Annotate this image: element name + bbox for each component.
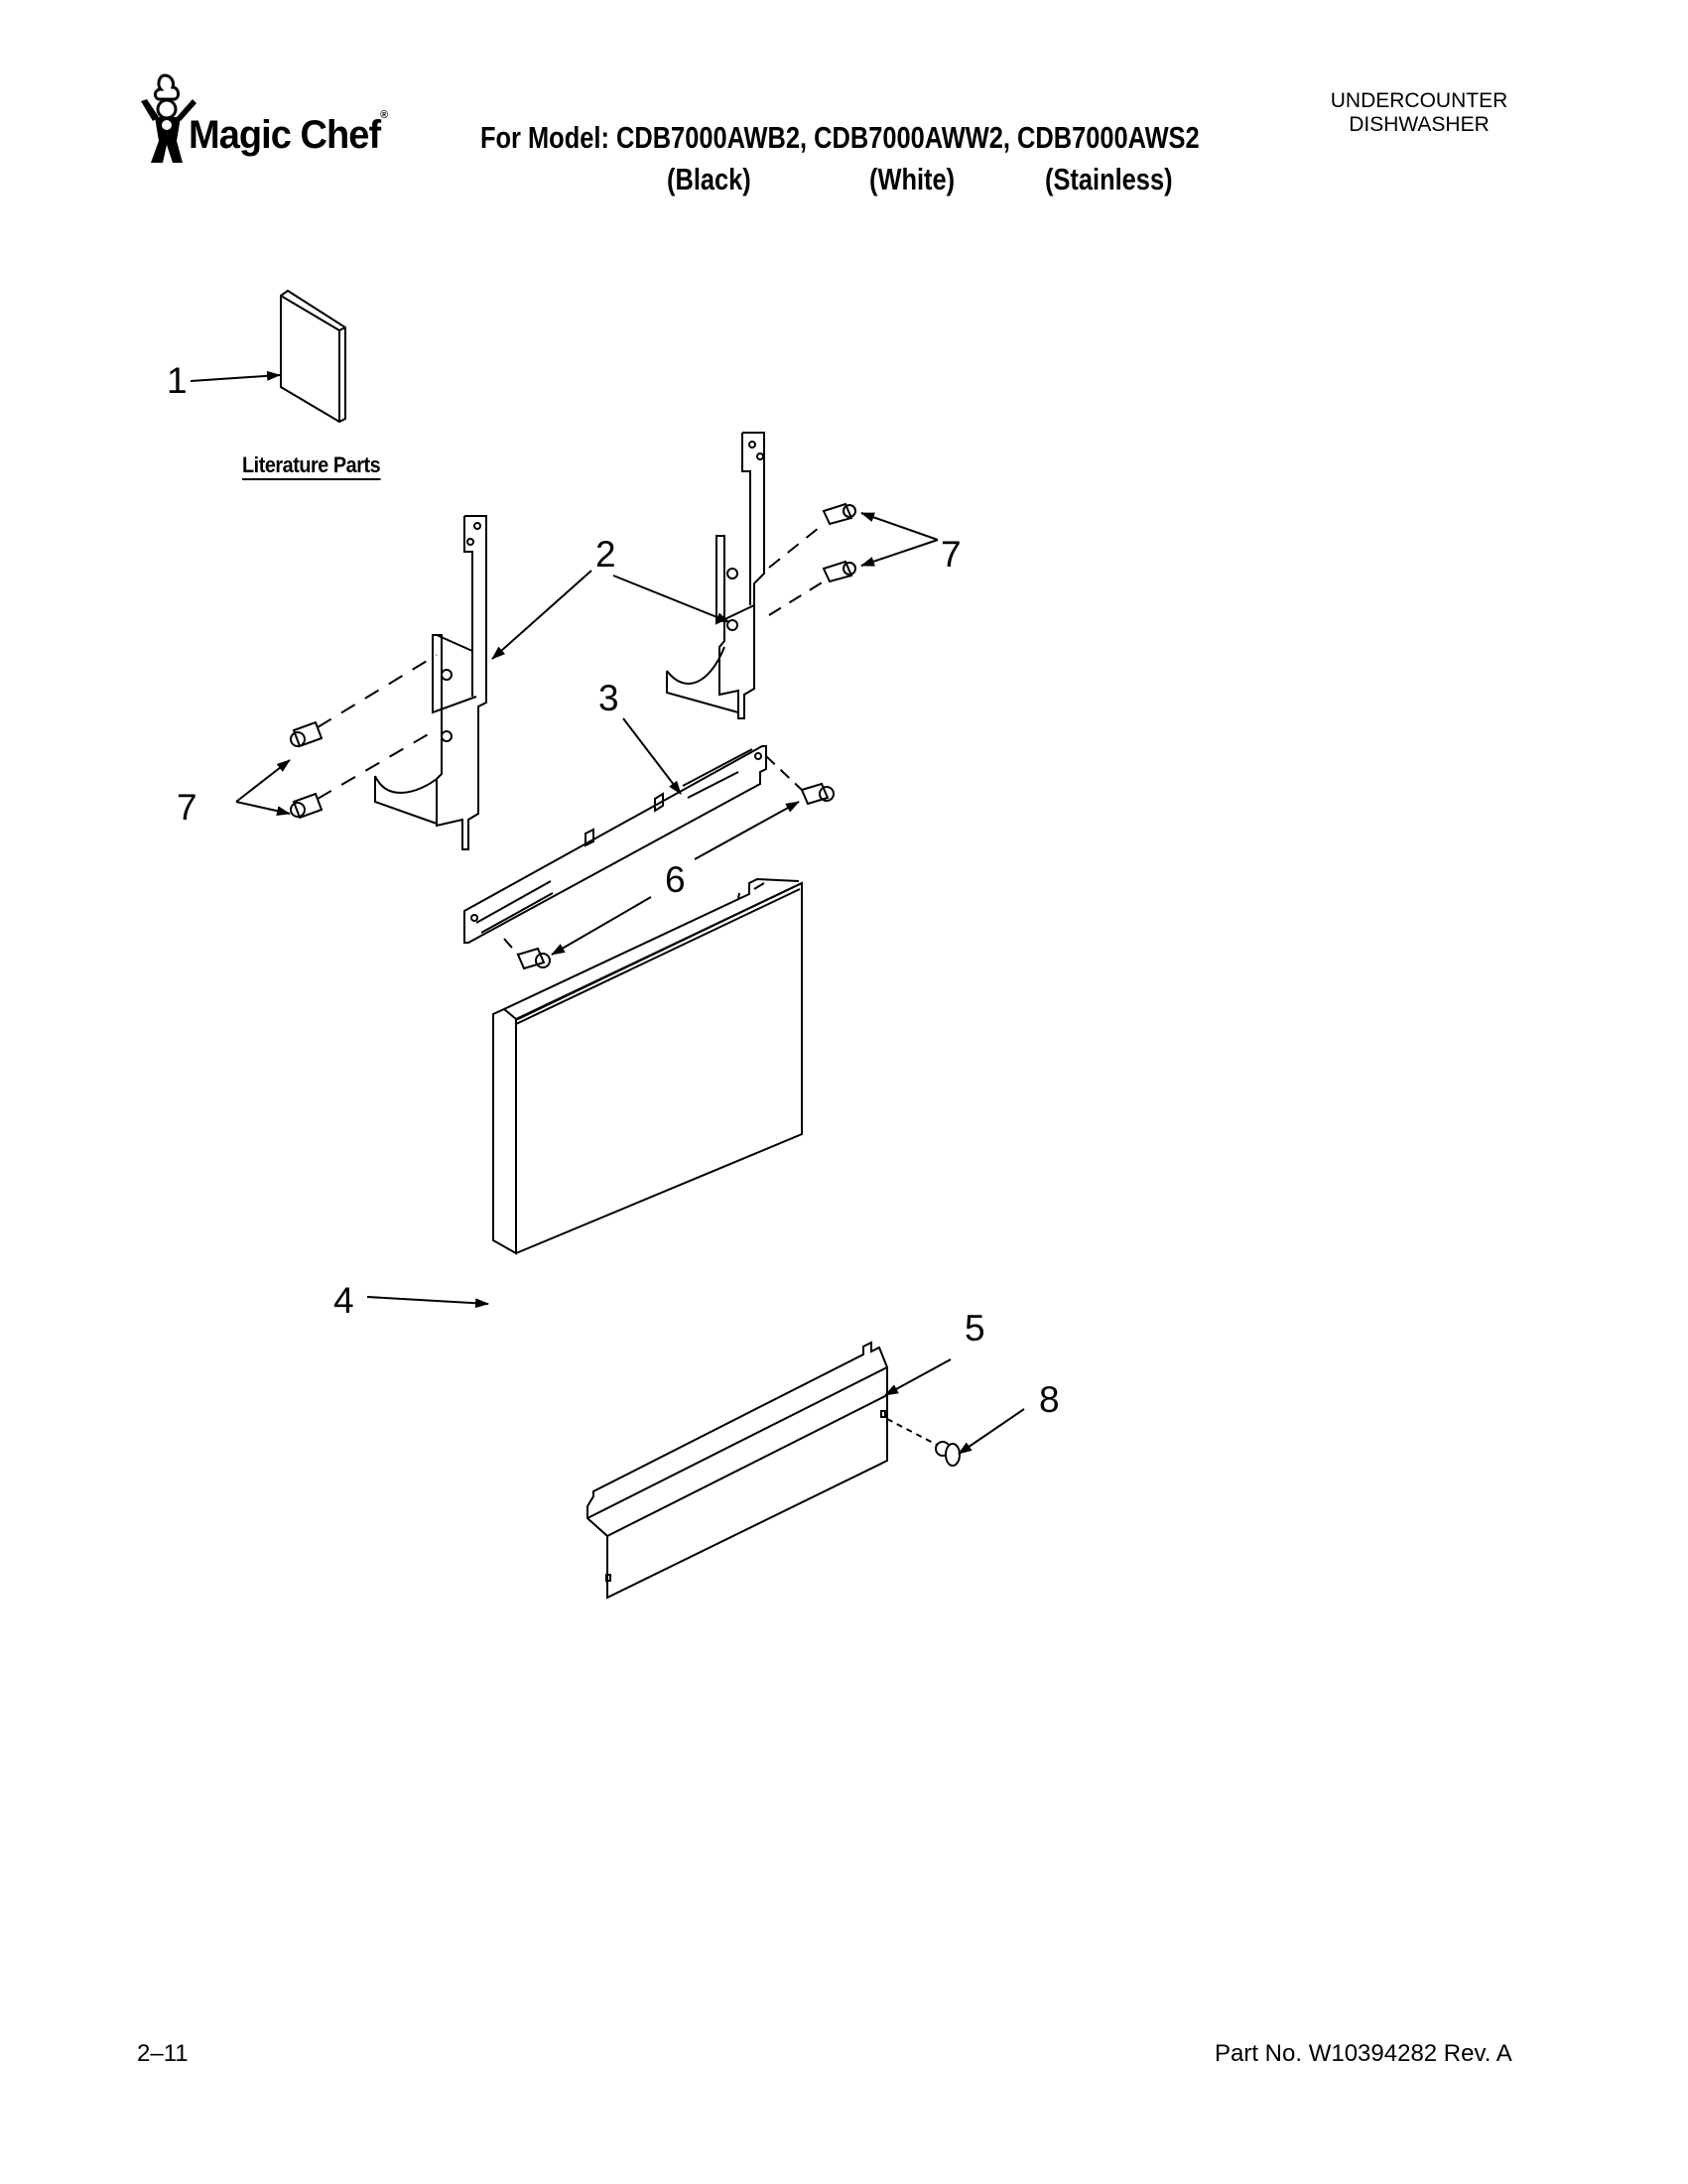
part-number: Part No. W10394282 Rev. A (1215, 2040, 1512, 2067)
callout-5: 5 (965, 1308, 985, 1349)
callout-2: 2 (595, 534, 616, 575)
left-hinge-screws (290, 654, 438, 820)
toe-kick-screw (886, 1418, 961, 1467)
literature-book-icon (280, 289, 346, 424)
page-number: 2–11 (137, 2040, 189, 2067)
literature-parts-label: Literature Parts (242, 452, 381, 480)
bracket-screws (503, 755, 835, 970)
callout-3: 3 (598, 678, 619, 718)
right-hinge-bracket (666, 432, 765, 719)
variant-stainless: (Stainless) (1045, 162, 1173, 196)
toe-kick-panel (586, 1341, 888, 1600)
brand-name: Magic Chef (189, 113, 381, 157)
variant-white: (White) (869, 162, 956, 196)
callout-6: 6 (665, 859, 686, 900)
doc-type-line2: DISHWASHER (1349, 113, 1490, 136)
document-type: UNDERCOUNTER DISHWASHER (1320, 89, 1518, 137)
left-hinge-bracket (374, 515, 487, 850)
callout-4: 4 (333, 1280, 354, 1321)
doc-type-line1: UNDERCOUNTER (1330, 89, 1508, 112)
callout-7-right: 7 (941, 534, 962, 575)
variant-black: (Black) (667, 162, 751, 196)
registered-mark: ® (380, 109, 388, 121)
mounting-bracket (463, 745, 767, 944)
callout-8: 8 (1039, 1379, 1060, 1420)
callout-1: 1 (167, 360, 188, 401)
model-prefix: For Model: (480, 120, 609, 155)
door-panel (492, 877, 803, 1255)
model-heading: For Model: CDB7000AWB2, CDB7000AWW2, CDB… (480, 120, 1200, 156)
chef-mascot-icon (141, 73, 196, 163)
brand-logo: Magic Chef® (137, 71, 454, 171)
right-hinge-screws (768, 502, 856, 616)
callout-7-left: 7 (177, 787, 197, 828)
model-list: CDB7000AWB2, CDB7000AWW2, CDB7000AWS2 (615, 120, 1200, 155)
